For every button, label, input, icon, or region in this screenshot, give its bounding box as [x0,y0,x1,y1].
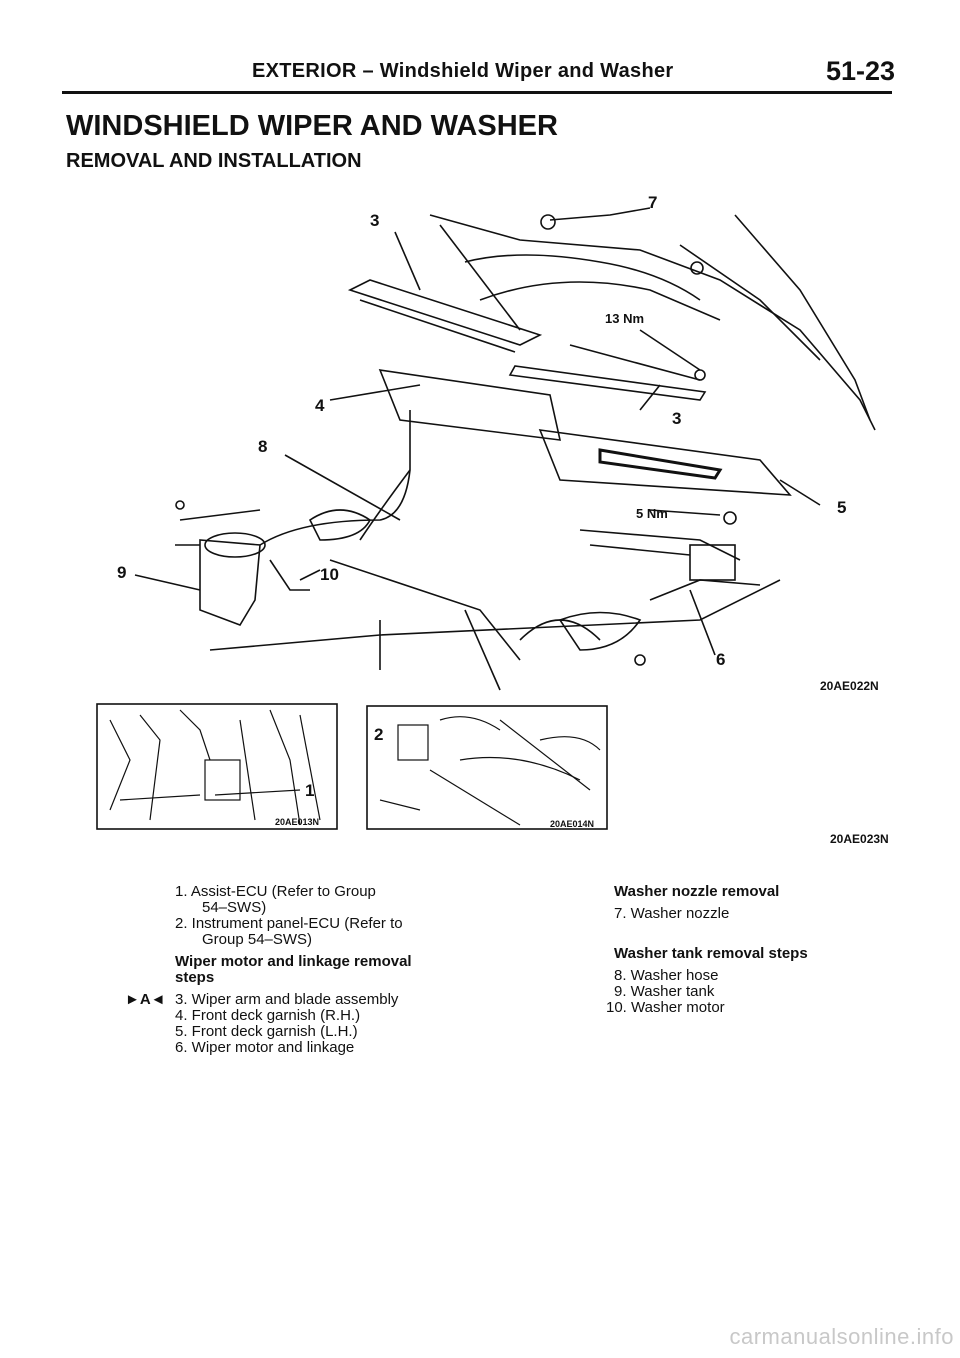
callout-3-top: 3 [370,211,379,230]
list-item: 7. Washer nozzle [614,905,730,922]
page-header-title: EXTERIOR – Windshield Wiper and Washer [252,60,674,82]
wiper-steps-heading: Wiper motor and linkage removal [175,953,412,970]
page-number: 51-23 [826,56,896,86]
callout-6: 6 [716,650,725,669]
callout-9: 9 [117,563,126,582]
section-title: WINDSHIELD WIPER AND WASHER [66,110,558,142]
callout-5: 5 [837,498,846,517]
diagram-linework [134,207,876,691]
callout-3-right: 3 [672,409,681,428]
wiper-washer-exploded-diagram: 3 7 13 Nm 4 3 8 5 5 Nm 9 10 6 20AE022N [117,193,879,693]
list-item: 4. Front deck garnish (R.H.) [175,1007,361,1024]
inset-left-code: 20AE013N [275,817,319,827]
service-point-marker: ►A◄ [125,991,166,1008]
callout-4: 4 [315,396,325,415]
site-watermark: carmanualsonline.info [729,1324,954,1349]
inset-left-callout: 1 [305,781,314,800]
list-item: 5. Front deck garnish (L.H.) [175,1023,358,1040]
section-subtitle: REMOVAL AND INSTALLATION [66,150,362,172]
nozzle-removal-heading: Washer nozzle removal [614,883,780,900]
list-item: 3. Wiper arm and blade assembly [175,991,399,1008]
torque-5nm: 5 Nm [636,506,668,521]
list-item: 10. Washer motor [606,999,725,1016]
figure-code-main: 20AE022N [820,679,879,693]
list-item: 1. Assist-ECU (Refer to Group [175,883,376,900]
header-rule [62,91,892,94]
list-item: 6. Wiper motor and linkage [175,1039,355,1056]
list-item-continuation: 54–SWS) [202,899,267,916]
list-item: 8. Washer hose [614,967,719,984]
tank-removal-heading: Washer tank removal steps [614,945,808,962]
ecu-inset-figures: 1 20AE013N 2 20AE014N 20AE023N [96,703,889,846]
inset-left: 1 20AE013N [96,703,338,830]
torque-13nm: 13 Nm [605,311,644,326]
inset-right: 2 20AE014N [366,705,608,830]
callout-10: 10 [320,565,339,584]
list-item: 2. Instrument panel-ECU (Refer to [175,915,403,932]
inset-right-callout: 2 [374,725,383,744]
wiper-steps-heading-continuation: steps [175,969,215,986]
figure-code-insets: 20AE023N [830,832,889,846]
callout-8: 8 [258,437,267,456]
diagram-callouts: 3 7 13 Nm 4 3 8 5 5 Nm 9 10 6 20AE022N [117,193,879,693]
list-item: 9. Washer tank [614,983,715,1000]
list-item-continuation: Group 54–SWS) [202,931,313,948]
washer-parts-list: Washer nozzle removal 7. Washer nozzle W… [480,880,880,1020]
inset-right-code: 20AE014N [550,819,594,829]
wiper-parts-list: 1. Assist-ECU (Refer to Group 54–SWS) 2.… [0,880,480,1080]
callout-7: 7 [648,193,657,212]
